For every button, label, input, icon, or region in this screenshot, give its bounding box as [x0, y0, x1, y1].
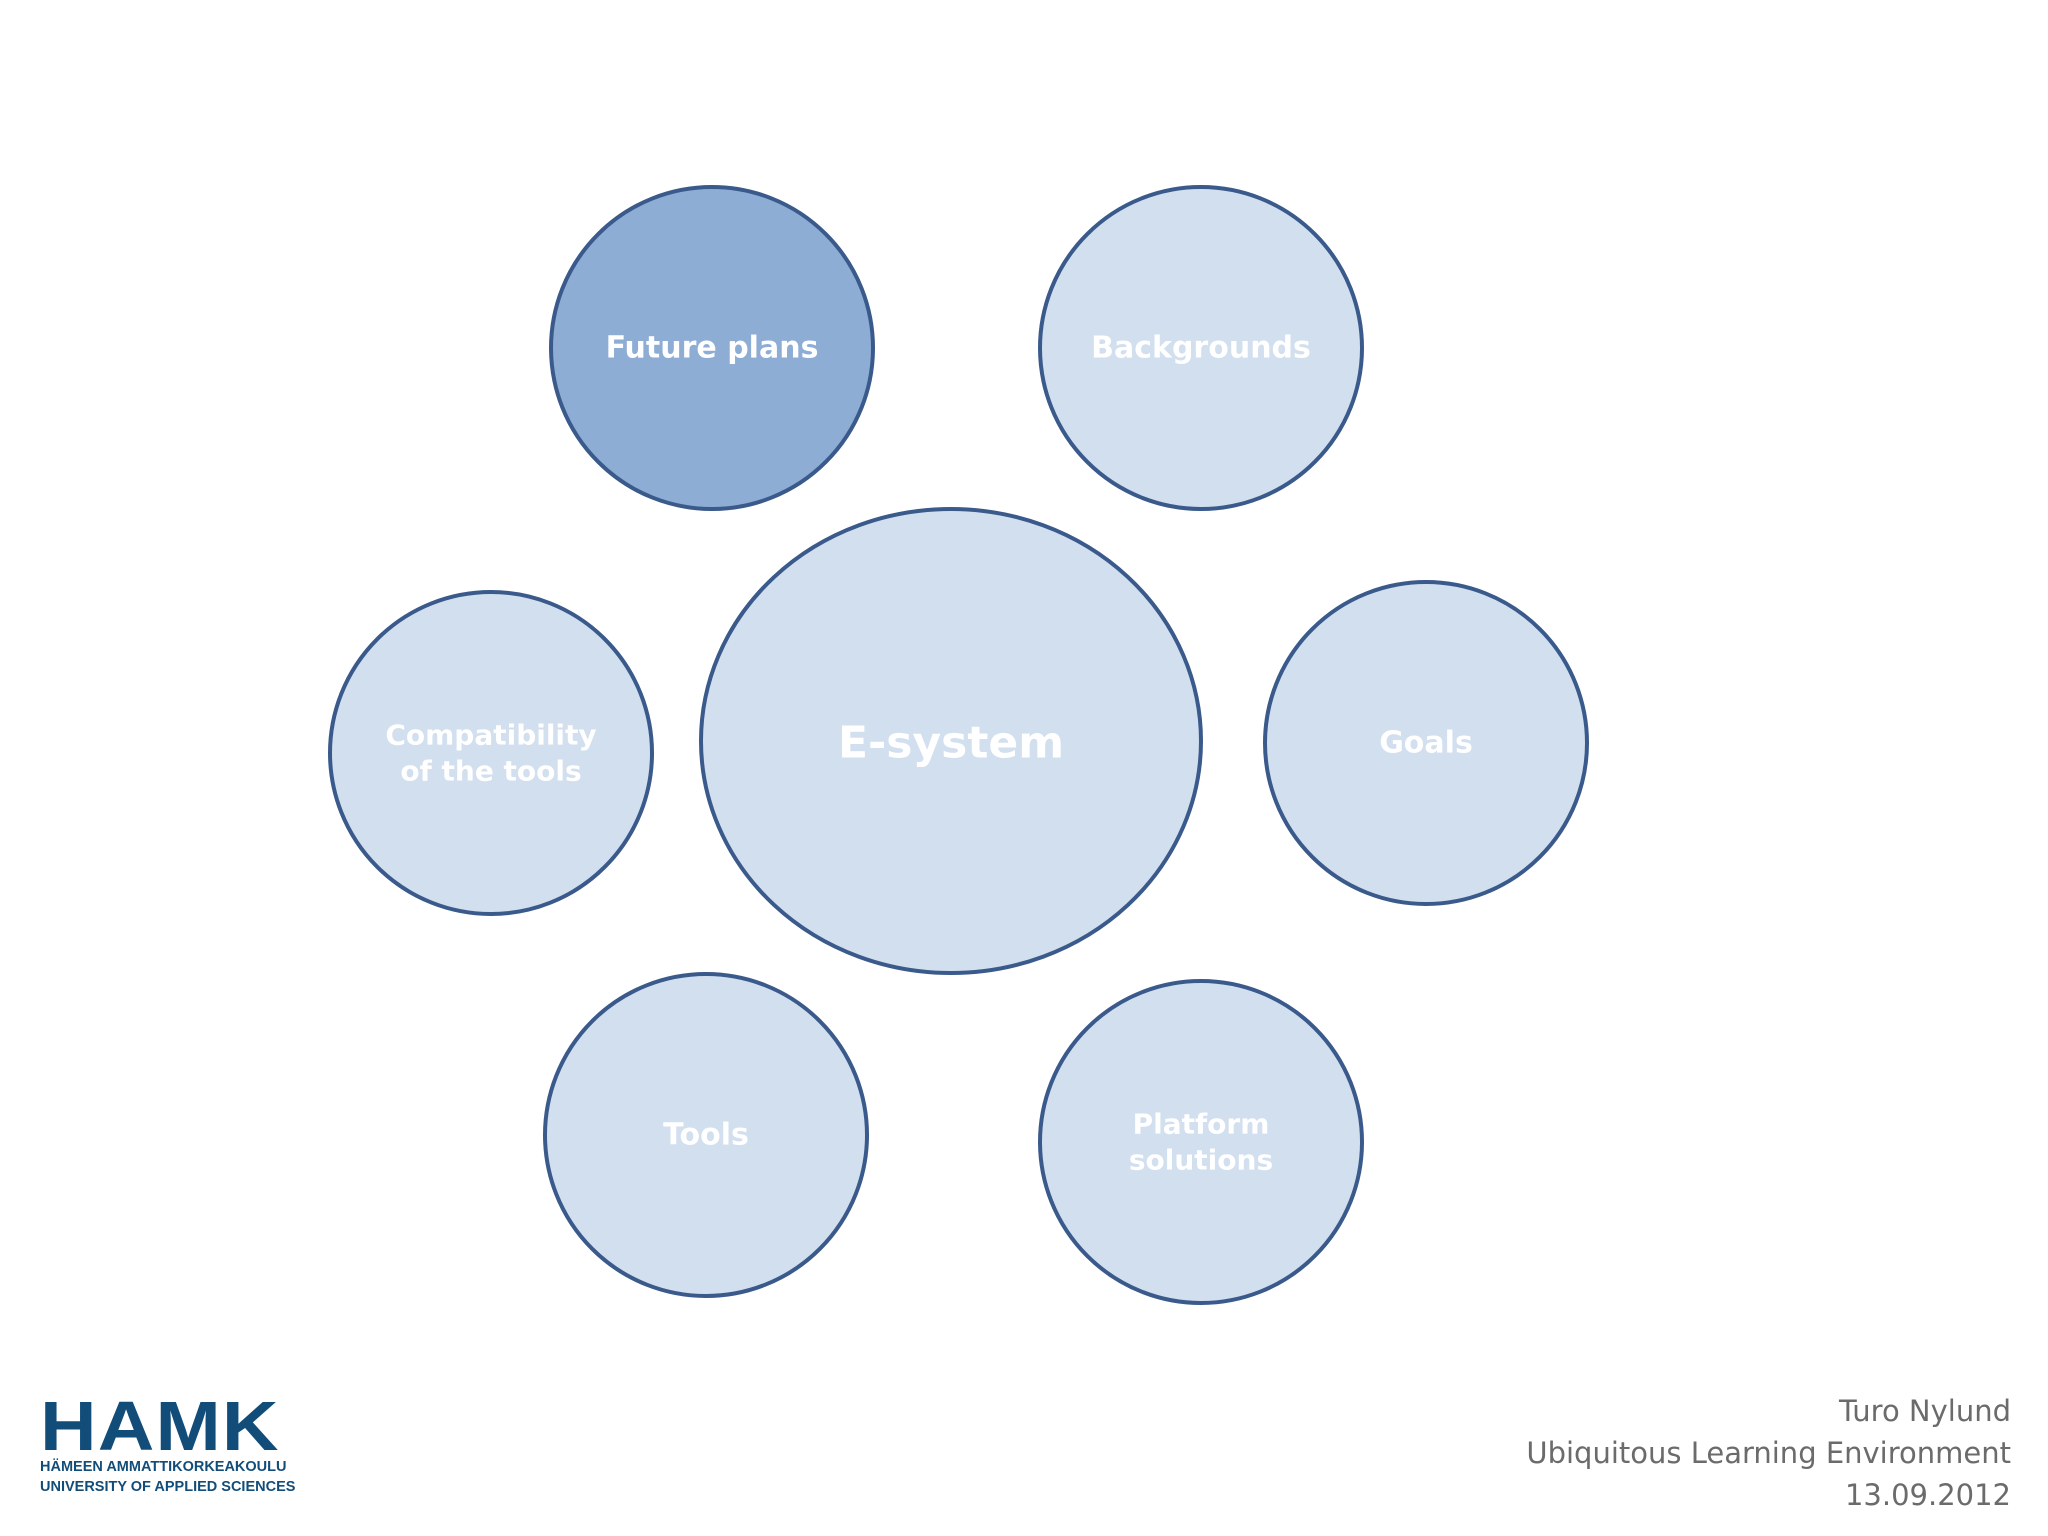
footer-date: 13.09.2012 — [1844, 1478, 2011, 1512]
node-label-future-plans: Future plans — [606, 331, 819, 366]
logo-line-finnish: HÄMEEN AMMATTIKORKEAKOULU — [40, 1459, 287, 1475]
node-label-tools: Tools — [663, 1118, 749, 1153]
footer-author: Turo Nylund — [1838, 1394, 2011, 1428]
slide-footer: Turo Nylund Ubiquitous Learning Environm… — [1526, 1390, 2011, 1516]
node-compatibility — [328, 590, 654, 916]
node-backgrounds — [1038, 185, 1364, 511]
center-node-label: E-system — [838, 718, 1064, 769]
hamk-logo: HAMK HÄMEEN AMMATTIKORKEAKOULU UNIVERSIT… — [40, 1391, 330, 1497]
node-label-backgrounds: Backgrounds — [1091, 331, 1311, 366]
node-label-platform-solutions: solutions — [1129, 1144, 1273, 1177]
logo-wordmark: HAMK — [40, 1387, 280, 1465]
node-label-platform-solutions: Platform — [1133, 1107, 1270, 1140]
logo-line-english: UNIVERSITY OF APPLIED SCIENCES — [40, 1479, 296, 1495]
node-tools — [543, 972, 869, 1298]
node-future-plans — [549, 185, 875, 511]
node-platform-solutions — [1038, 979, 1364, 1305]
footer-project: Ubiquitous Learning Environment — [1526, 1436, 2011, 1470]
node-goals — [1263, 580, 1589, 906]
center-node-e-system — [699, 507, 1203, 975]
node-label-compatibility: Compatibility — [385, 718, 596, 751]
node-label-compatibility: of the tools — [400, 755, 581, 788]
node-label-goals: Goals — [1379, 726, 1473, 761]
